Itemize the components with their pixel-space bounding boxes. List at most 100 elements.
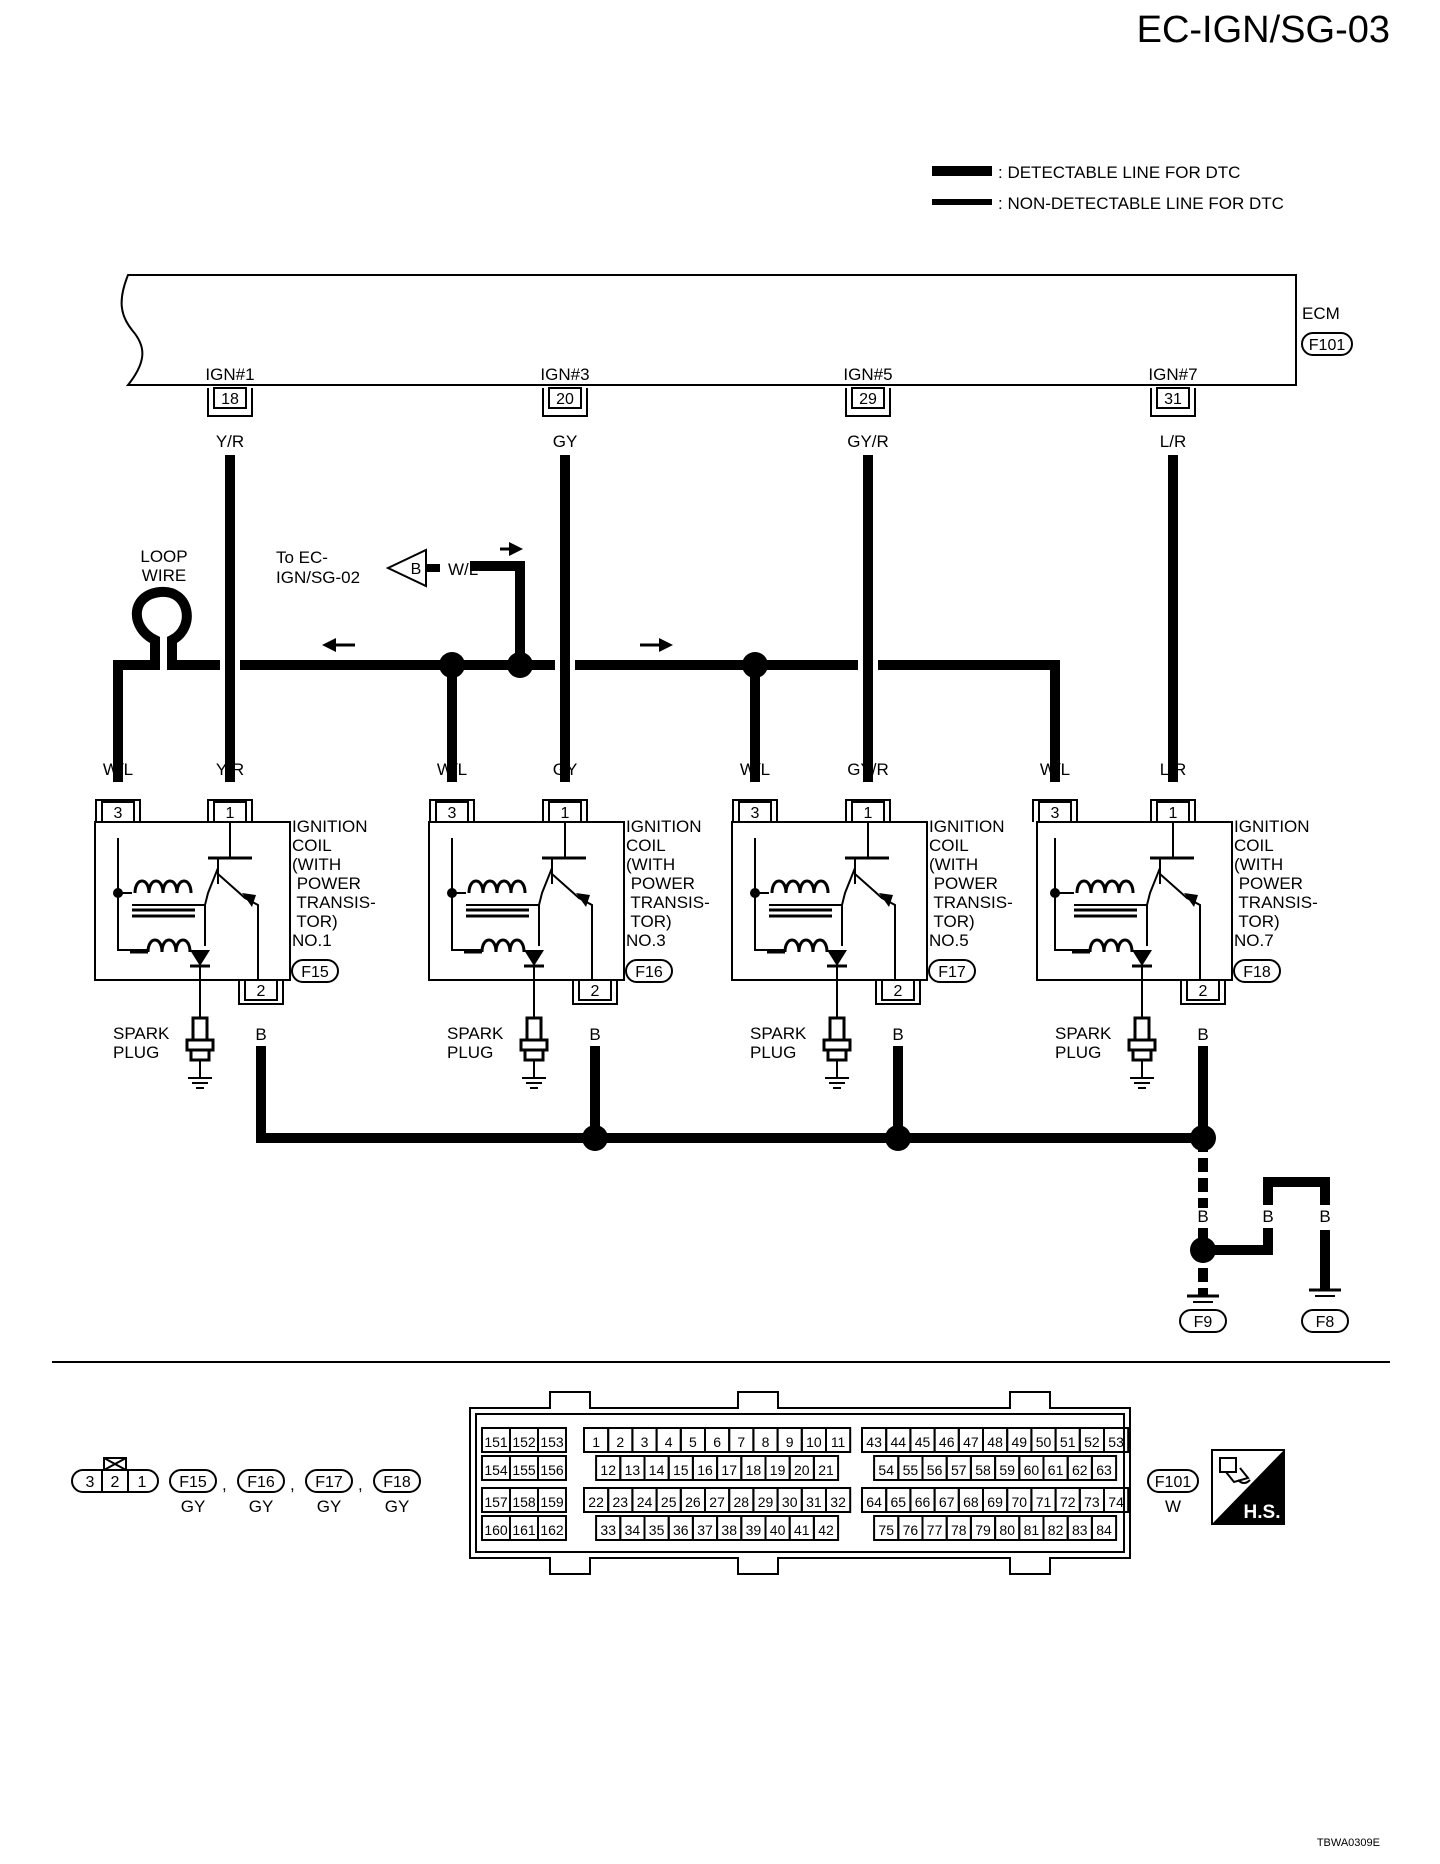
coil-connector-badge [291,959,339,983]
wire-color-label: B [1197,1207,1208,1226]
ecm-pin-label: 27 [709,1494,725,1510]
diode-icon [827,950,847,966]
ecm-pin-label: 50 [1036,1434,1052,1450]
ecm-pin-label: 83 [1072,1522,1088,1538]
diode-icon [190,950,210,966]
ecm-terminals: IGN#1 IGN#3 IGN#5 IGN#7 18 20 29 31 Y/R … [205,365,1197,451]
junction-dot [1190,1237,1216,1263]
coil-pin-box: 1 [1150,799,1196,823]
coil-label: IGNITION [1234,817,1310,836]
ecm-pin-cell [1090,1455,1118,1481]
offpage-reference: To EC- IGN/SG-02 B W/L [276,548,478,588]
ecm-pin-label: 32 [830,1494,846,1510]
coil-pin-number: 1 [1169,805,1178,822]
ecm-pin-label: 2 [616,1434,624,1450]
ecm-pin-cell [812,1455,840,1481]
ecm-pin-label: 30 [782,1494,798,1510]
wire-color-label: GY/R [847,760,889,779]
ecm-pin-cell [537,1455,567,1481]
ecm-pin-label: 28 [734,1494,750,1510]
ecm-pin-label: 23 [613,1494,629,1510]
coil-pin-number: 3 [114,805,123,822]
ecm-pin-label: 157 [484,1494,508,1510]
ecm-pin-label: 12 [600,1462,616,1478]
coil-label: COIL [929,836,969,855]
spark-plug-icon [1127,1016,1157,1089]
coil-label: IGNITION [929,817,1005,836]
ecm-pin-label: 152 [512,1434,536,1450]
ecm-pin-label: 18 [746,1462,762,1478]
ground-connector-badge [1179,1309,1227,1333]
ecm-module: ECM F101 [120,274,1353,386]
ecm-pin-label: 13 [625,1462,641,1478]
coil-circuit [1054,822,1201,980]
power-bus-left [113,586,220,782]
loop-wire-label: LOOP [140,547,187,566]
ecm-pin-cell [825,1487,852,1513]
ecm-pin-label: 14 [649,1462,665,1478]
hs-badge-text: H.S. [1244,1502,1281,1523]
ecm-signal-label: IGN#7 [1148,365,1197,384]
coil-pin-box: 1 [845,799,891,823]
ignition-coil: W/L Y/R 3 1 2 [94,760,376,1089]
ecm-connector-id: F101 [1309,337,1346,354]
coil-pin-number: 1 [561,805,570,822]
coil-connector-face: 3 2 1 [71,1457,159,1493]
ecm-pin-label: 78 [951,1522,967,1538]
coil-label: COIL [626,836,666,855]
spark-plug-icon [519,1016,549,1089]
wire-color-label: Y/R [216,760,244,779]
ecm-pin-label: 38 [721,1522,737,1538]
coil-body [1036,821,1233,981]
ecm-pin-box: 31 [1150,387,1196,417]
connector-id: F16 [247,1474,275,1491]
ecm-pin-label: 71 [1036,1494,1052,1510]
ecm-pin-label: 52 [1084,1434,1100,1450]
ecm-pin-label: 63 [1096,1462,1112,1478]
ecm-pin-label: 21 [818,1462,834,1478]
legend-non-detectable-text: : NON-DETECTABLE LINE FOR DTC [998,194,1284,213]
coil-winding-icon [770,879,830,894]
spark-plug-label: PLUG [1055,1043,1101,1062]
ecm-pin-box: 29 [845,387,891,417]
coil-pin-box: 3 [732,799,778,823]
wire-color-label: B [1262,1207,1273,1226]
ecm-pin-label: 58 [975,1462,991,1478]
junction-dot [885,1125,911,1151]
coil-pin-number: 2 [591,983,600,1000]
offpage-label: To EC- [276,548,328,567]
ecm-pin-label: 16 [697,1462,713,1478]
ecm-pin-label: 153 [540,1434,564,1450]
ecm-pin-label: 82 [1048,1522,1064,1538]
ecm-pin-label: 17 [721,1462,737,1478]
ecm-pin-cell [537,1427,567,1453]
ecm-pin-cell [825,1427,852,1453]
coil-pin-box: 2 [1180,979,1226,1005]
ecm-pin-label: 8 [762,1434,770,1450]
ecm-pin-label: 55 [903,1462,919,1478]
direction-arrow [500,542,523,556]
page-code: EC-IGN/SG-03 [1137,9,1390,51]
ecm-pin-label: 42 [818,1522,834,1538]
ecm-pin-cell [537,1487,567,1513]
legend-detectable-text: : DETECTABLE LINE FOR DTC [998,163,1240,182]
ecm-pin-label: 5 [689,1434,697,1450]
figure-code: TBWA0309E [1317,1837,1380,1849]
coil-pin-box: 1 [542,799,588,823]
ecm-pin-label: 77 [927,1522,943,1538]
junction-dot [582,1125,608,1151]
coil-winding-icon [130,938,192,954]
wire-color-label: W/L [1040,760,1070,779]
wire-color-label: B [255,1025,266,1044]
coil-winding-icon [467,879,527,894]
connector-color: W [1165,1497,1181,1516]
coil-body [428,821,625,981]
coil-pin-number: 3 [448,805,457,822]
coil-label: (WITH [292,855,341,874]
ecm-connector-badge [1301,332,1353,356]
wire-color-label: W/L [740,760,770,779]
ecm-pin-label: 40 [770,1522,786,1538]
coil-label: IGNITION [626,817,702,836]
ecm-pin-label: 66 [915,1494,931,1510]
